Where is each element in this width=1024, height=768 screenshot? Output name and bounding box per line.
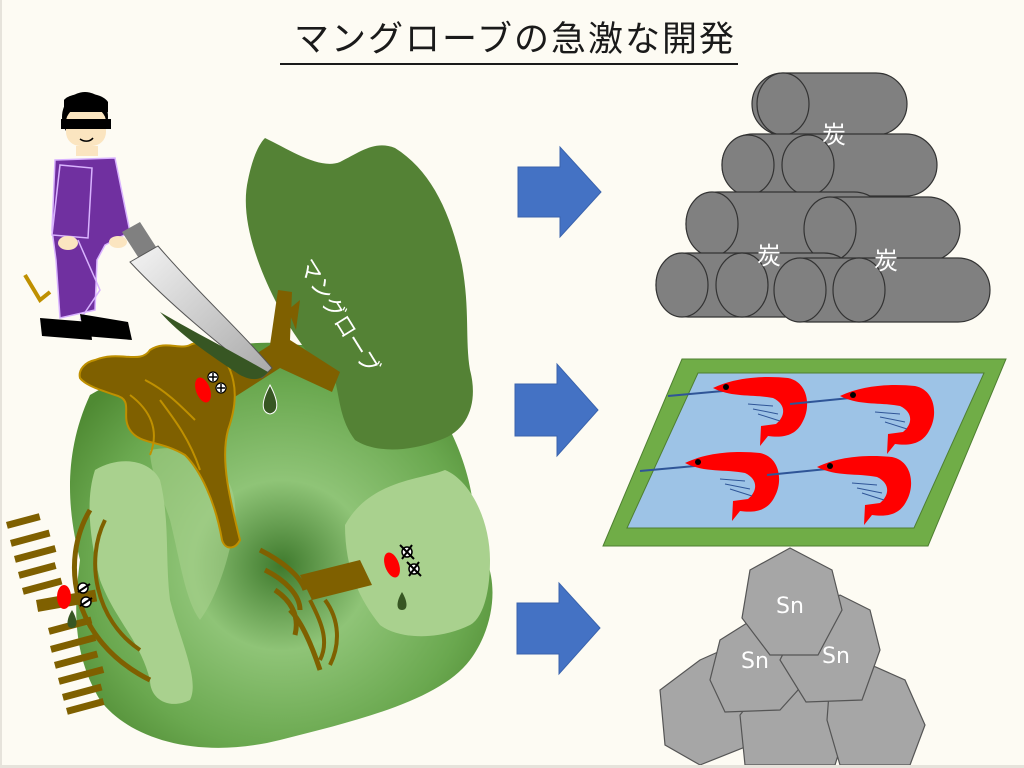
tin-label-3: Sn <box>822 644 850 669</box>
slide-edge <box>0 0 2 768</box>
fallen-mangrove-right <box>258 544 422 671</box>
knife <box>122 222 273 380</box>
tin-pile <box>659 547 926 766</box>
slide-title: マングローブの急激な開発 <box>294 20 736 60</box>
title-underline <box>280 63 738 65</box>
shrimp-farm <box>602 358 1007 547</box>
charcoal-label-2: 炭 <box>757 242 781 270</box>
arrow-to-tin <box>516 581 601 676</box>
person-with-knife <box>23 92 132 340</box>
arrow-to-charcoal <box>517 145 602 239</box>
sap-drop <box>262 383 278 415</box>
shrimp-icon <box>667 377 808 446</box>
shrimp-icon <box>639 452 780 521</box>
charcoal-label-1: 炭 <box>822 121 846 149</box>
uprooted-mangrove <box>78 342 242 549</box>
charcoal-label-3: 炭 <box>874 247 898 275</box>
shrimp-group <box>639 377 935 525</box>
cut-stumps <box>5 508 152 715</box>
shrimp-icon <box>766 456 912 525</box>
tin-label-2: Sn <box>741 649 769 674</box>
charcoal-pile <box>655 72 991 323</box>
slide-bottom-edge <box>0 765 1024 768</box>
arrow-to-shrimp-farm <box>514 362 599 458</box>
shrimp-icon <box>789 385 935 454</box>
dead-creature-left <box>57 582 93 628</box>
tin-label-1: Sn <box>776 594 804 619</box>
